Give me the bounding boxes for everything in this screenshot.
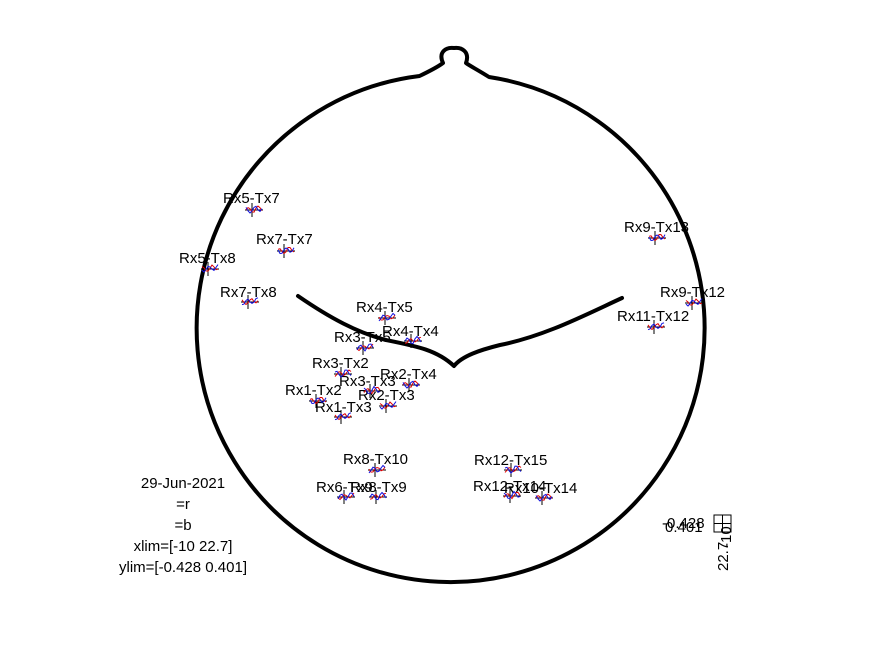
channel-label: Rx12-Tx15 (474, 452, 547, 469)
trace-blue-series (379, 401, 397, 410)
channel-label: Rx9-Tx13 (624, 219, 689, 236)
head-brim-line (296, 294, 624, 368)
trace-blue-series (201, 264, 219, 273)
trace-blue-series (309, 397, 327, 405)
scale-key: -0.428 0.401 22.7 -10 (662, 514, 735, 571)
channel-trace (503, 489, 521, 503)
channel-trace (685, 296, 703, 310)
trace-blue-series (334, 412, 352, 421)
channel-label: Rx4-Tx4 (382, 323, 439, 340)
trace-red-series (363, 386, 381, 395)
channel-trace (277, 244, 295, 258)
channel-trace (356, 341, 374, 355)
channel-label: Rx11-Tx12 (617, 308, 689, 325)
channel-trace (648, 231, 666, 245)
channel-trace (647, 320, 665, 334)
recording-date: 29-Jun-2021 (141, 475, 225, 492)
channel-trace (337, 490, 355, 504)
trace-blue-series (647, 322, 665, 331)
trace-red-series (369, 492, 387, 500)
channel-label: Rx8-Tx10 (343, 451, 408, 468)
channel-trace (245, 203, 263, 217)
channel-label: Rx3-Tx5 (334, 329, 391, 346)
trace-blue-series (368, 464, 386, 474)
channel-label: Rx4-Tx5 (356, 299, 413, 316)
trace-blue-series (503, 490, 521, 499)
trace-blue-series (404, 335, 422, 345)
head-outline (194, 45, 707, 585)
trace-blue-series (504, 465, 522, 474)
channel-traces (201, 203, 703, 505)
channel-trace (334, 410, 352, 424)
trace-blue-series (363, 385, 381, 395)
channel-trace (504, 463, 522, 477)
trace-red-series (402, 380, 420, 388)
trace-red-series (503, 491, 521, 500)
trace-blue-series (245, 205, 263, 214)
channel-trace (379, 399, 397, 413)
trace-blue-series (685, 298, 703, 307)
trace-red-series (648, 233, 666, 242)
channel-trace (535, 491, 553, 505)
blue-series-legend: =b (174, 517, 191, 534)
trace-blue-series (337, 492, 355, 501)
channel-trace (368, 463, 386, 477)
trace-red-series (337, 492, 355, 501)
trace-red-series (535, 493, 553, 501)
channel-label: Rx5-Tx8 (179, 250, 236, 267)
trace-blue-series (378, 312, 396, 322)
channel-label: Rx1-Tx2 (285, 382, 342, 399)
scale-top-value: -0.428 (662, 515, 705, 532)
channel-label: Rx1-Tx3 (315, 399, 372, 416)
ylim-readout: ylim=[-0.428 0.401] (119, 559, 247, 576)
scale-x-max: 22.7 (715, 542, 732, 571)
trace-blue-series (648, 234, 666, 242)
trace-blue-series (535, 493, 553, 502)
trace-blue-series (277, 247, 295, 255)
channel-label: Rx5-Tx7 (223, 190, 280, 207)
trace-red-series (378, 314, 396, 321)
channel-label: Rx8-Tx9 (350, 479, 407, 496)
channel-label: Rx3-Tx3 (339, 373, 396, 390)
scale-bottom-value: 0.401 (665, 519, 703, 536)
channel-label: Rx9-Tx12 (660, 284, 725, 301)
channel-trace (241, 295, 259, 309)
channel-label: Rx7-Tx8 (220, 284, 277, 301)
trace-red-series (368, 466, 386, 473)
channel-trace (363, 384, 381, 398)
trace-blue-series (334, 369, 352, 378)
trace-red-series (356, 343, 374, 352)
trace-red-series (245, 205, 263, 213)
channel-trace (369, 490, 387, 504)
xlim-readout: xlim=[-10 22.7] (134, 538, 233, 555)
trace-blue-series (402, 380, 420, 389)
channel-trace (334, 367, 352, 381)
channel-label: Rx10-Tx14 (504, 480, 577, 497)
channel-trace (309, 394, 327, 408)
trace-blue-series (369, 491, 387, 501)
trace-red-series (404, 336, 422, 344)
channel-label: Rx3-Tx2 (312, 355, 369, 372)
channel-label: Rx6-Tx9 (316, 479, 373, 496)
channel-trace (404, 334, 422, 348)
channel-label: Rx12-Tx14 (473, 478, 546, 495)
trace-blue-series (356, 343, 374, 352)
trace-blue-series (241, 297, 259, 306)
channel-trace (402, 378, 420, 392)
trace-red-series (277, 247, 295, 255)
trace-red-series (309, 397, 327, 405)
channel-trace (378, 311, 396, 325)
channel-label: Rx2-Tx4 (380, 366, 437, 383)
scale-x-min: -10 (718, 526, 735, 548)
channel-trace (201, 262, 219, 276)
channel-label: Rx7-Tx7 (256, 231, 313, 248)
red-series-legend: =r (176, 496, 190, 513)
